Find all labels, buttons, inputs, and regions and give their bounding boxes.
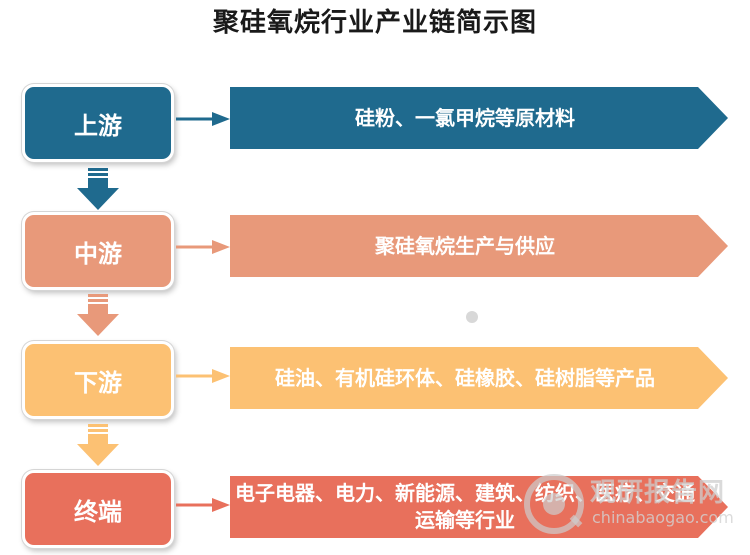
diagram-title: 聚硅氧烷行业产业链简示图 bbox=[212, 8, 537, 38]
stage-terminal: 终端 bbox=[22, 470, 174, 548]
desc-midstream: 聚硅氧烷生产与供应 bbox=[230, 215, 728, 277]
desc-terminal-text: 电子电器、电力、新能源、建筑、纺织、医疗、交通运输等行业 bbox=[235, 481, 695, 532]
arrow-down-3 bbox=[77, 424, 119, 466]
desc-terminal: 电子电器、电力、新能源、建筑、纺织、医疗、交通运输等行业 bbox=[230, 476, 728, 538]
watermark-dot bbox=[466, 311, 478, 323]
logo-mark-icon bbox=[524, 474, 584, 534]
arrow-down-2 bbox=[77, 294, 119, 336]
desc-upstream-text: 硅粉、一氯甲烷等原材料 bbox=[355, 105, 575, 130]
arrow-down-1 bbox=[77, 168, 119, 210]
desc-upstream: 硅粉、一氯甲烷等原材料 bbox=[230, 87, 728, 149]
stage-midstream: 中游 bbox=[22, 212, 174, 290]
desc-midstream-text: 聚硅氧烷生产与供应 bbox=[375, 233, 555, 258]
arrow-upstream-right bbox=[176, 112, 230, 126]
watermark-logo: 观研报告网 chinabaogao.com bbox=[520, 470, 750, 540]
stage-downstream: 下游 bbox=[22, 341, 174, 419]
watermark-url: chinabaogao.com bbox=[592, 508, 734, 527]
arrow-midstream-right bbox=[176, 240, 230, 254]
arrow-downstream-right bbox=[176, 369, 230, 383]
watermark-name: 观研报告网 bbox=[590, 478, 726, 508]
desc-downstream: 硅油、有机硅环体、硅橡胶、硅树脂等产品 bbox=[230, 347, 728, 409]
arrow-terminal-right bbox=[176, 498, 230, 512]
desc-downstream-text: 硅油、有机硅环体、硅橡胶、硅树脂等产品 bbox=[275, 365, 655, 390]
stage-upstream: 上游 bbox=[22, 84, 174, 162]
